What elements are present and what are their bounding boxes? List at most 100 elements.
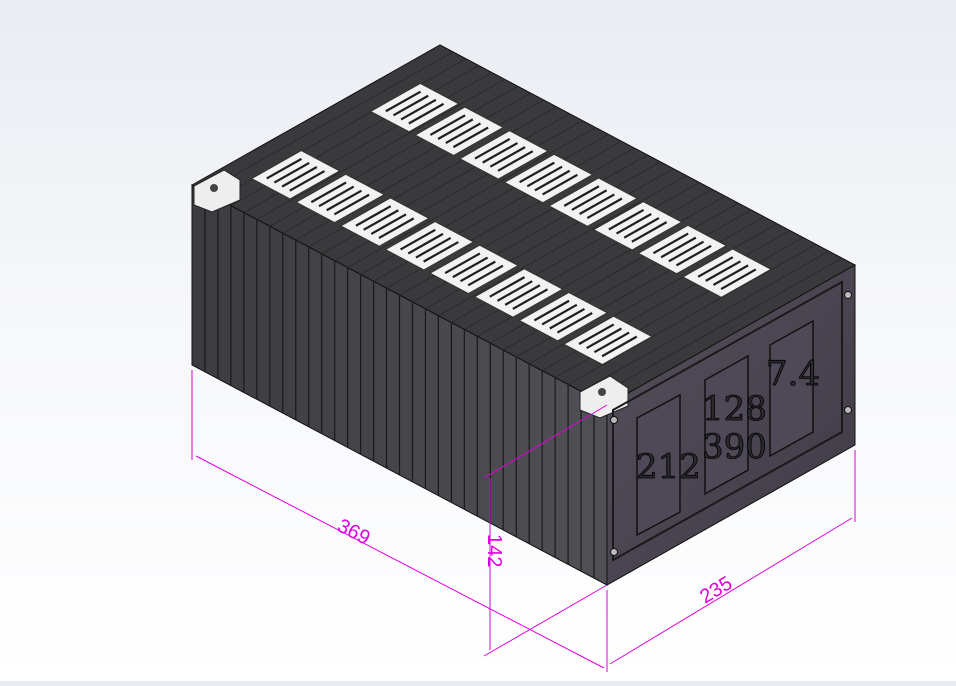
busbar-fin <box>512 288 549 310</box>
cell-ridge <box>438 175 687 317</box>
busbar-fin <box>586 327 622 350</box>
busbar-fin <box>408 102 445 125</box>
busbar-fin <box>608 208 645 231</box>
busbar-fin <box>542 173 578 196</box>
busbar-fin <box>363 209 399 231</box>
cell-ridge <box>593 257 843 399</box>
busbar-fin <box>452 126 489 149</box>
cell-ridge <box>347 127 596 268</box>
busbar-fin <box>579 193 615 215</box>
busbar-fin <box>519 161 555 184</box>
end-panel-mid <box>704 354 749 496</box>
busbar-fin <box>601 335 638 358</box>
busbar-fin <box>355 205 392 227</box>
busbar-fin <box>705 260 742 282</box>
busbar-fin <box>460 260 496 283</box>
busbar-fin <box>496 280 533 302</box>
end-plate-frame <box>612 280 843 562</box>
busbar-plate <box>473 268 564 318</box>
busbar-plate <box>548 177 639 227</box>
busbar-fin <box>467 264 504 287</box>
busbar-plate <box>250 150 341 200</box>
terminal-lug <box>193 169 241 213</box>
terminal-hole <box>210 184 218 192</box>
end-panel-left <box>636 393 681 537</box>
end-plate-bolt <box>610 548 618 556</box>
dimension-length-label: 369 <box>334 515 374 550</box>
busbar-fin <box>281 166 318 188</box>
busbar-fin <box>445 122 482 145</box>
dimension-height-label: 142 <box>483 534 505 567</box>
busbar-fin <box>652 232 689 255</box>
busbar-fin <box>289 170 326 192</box>
busbar-fin <box>400 98 437 121</box>
busbar-plate <box>562 315 653 366</box>
busbar-fin <box>549 307 586 330</box>
busbar-fin <box>541 303 578 326</box>
busbar-fin <box>504 284 541 306</box>
terminal-hole <box>598 388 606 396</box>
dimension-annotations <box>191 370 856 672</box>
end-panel-right <box>769 319 814 458</box>
busbar-assemblies <box>250 82 772 366</box>
busbar-fin <box>474 138 511 160</box>
busbar-fin <box>437 118 474 140</box>
busbar-plate <box>339 197 430 247</box>
busbar-fin <box>586 197 623 220</box>
cell-ridge <box>204 51 454 193</box>
busbar-fin <box>407 232 444 255</box>
end-panel-mid-text-2: 390 <box>702 427 767 467</box>
end-plate-bolt <box>844 406 852 414</box>
busbar-plate <box>503 153 594 204</box>
end-plate-bolt <box>844 291 852 299</box>
busbar-fin <box>534 169 571 192</box>
busbar-plate <box>429 244 520 295</box>
end-plate-bolt <box>610 416 618 424</box>
end-panel-right-text: 7.4 <box>766 354 820 394</box>
busbar-fin <box>333 193 370 216</box>
busbar-fin <box>423 241 459 263</box>
busbar-plate <box>414 106 505 156</box>
busbar-fin <box>497 150 534 172</box>
busbar-fin <box>273 161 310 184</box>
busbar-fin <box>482 142 518 164</box>
dimension-line-length <box>195 455 605 669</box>
extension-line <box>483 404 608 479</box>
busbar-fin <box>668 240 705 263</box>
busbar-plate <box>369 82 460 133</box>
busbar-fin <box>415 237 452 259</box>
busbar-fin <box>429 114 466 136</box>
busbar-fin <box>385 90 422 113</box>
dimension-width-label: 235 <box>696 572 736 608</box>
busbar-fin <box>400 228 436 251</box>
busbar-fin <box>578 323 615 345</box>
extension-line <box>483 584 608 657</box>
end-panel-mid-text-1: 128 <box>702 389 767 429</box>
busbar-fin <box>266 157 302 180</box>
busbar-fin <box>526 165 563 188</box>
busbar-fin <box>489 146 526 168</box>
busbar-fin <box>712 264 749 286</box>
busbar-fin <box>326 189 362 212</box>
busbar-fin <box>571 189 608 211</box>
busbar-fin <box>623 217 660 239</box>
busbar-plate <box>637 224 728 275</box>
busbar-plate <box>458 130 549 180</box>
busbar-fin <box>310 181 347 204</box>
end-plate: 212 128 390 7.4 <box>610 280 852 562</box>
cell-ridge <box>256 78 506 220</box>
busbar-fin <box>563 185 600 207</box>
busbar-fin <box>660 236 697 259</box>
busbar-fin <box>370 213 407 235</box>
busbar-plate <box>518 291 609 342</box>
module-body <box>190 44 857 586</box>
cell-ridge <box>580 250 830 392</box>
busbar-fin <box>378 217 415 239</box>
busbar-plate <box>592 201 683 251</box>
busbar-fin <box>631 221 668 243</box>
dimension-line-width <box>609 517 853 665</box>
busbar-fin <box>533 299 570 322</box>
busbar-plate <box>681 248 772 298</box>
